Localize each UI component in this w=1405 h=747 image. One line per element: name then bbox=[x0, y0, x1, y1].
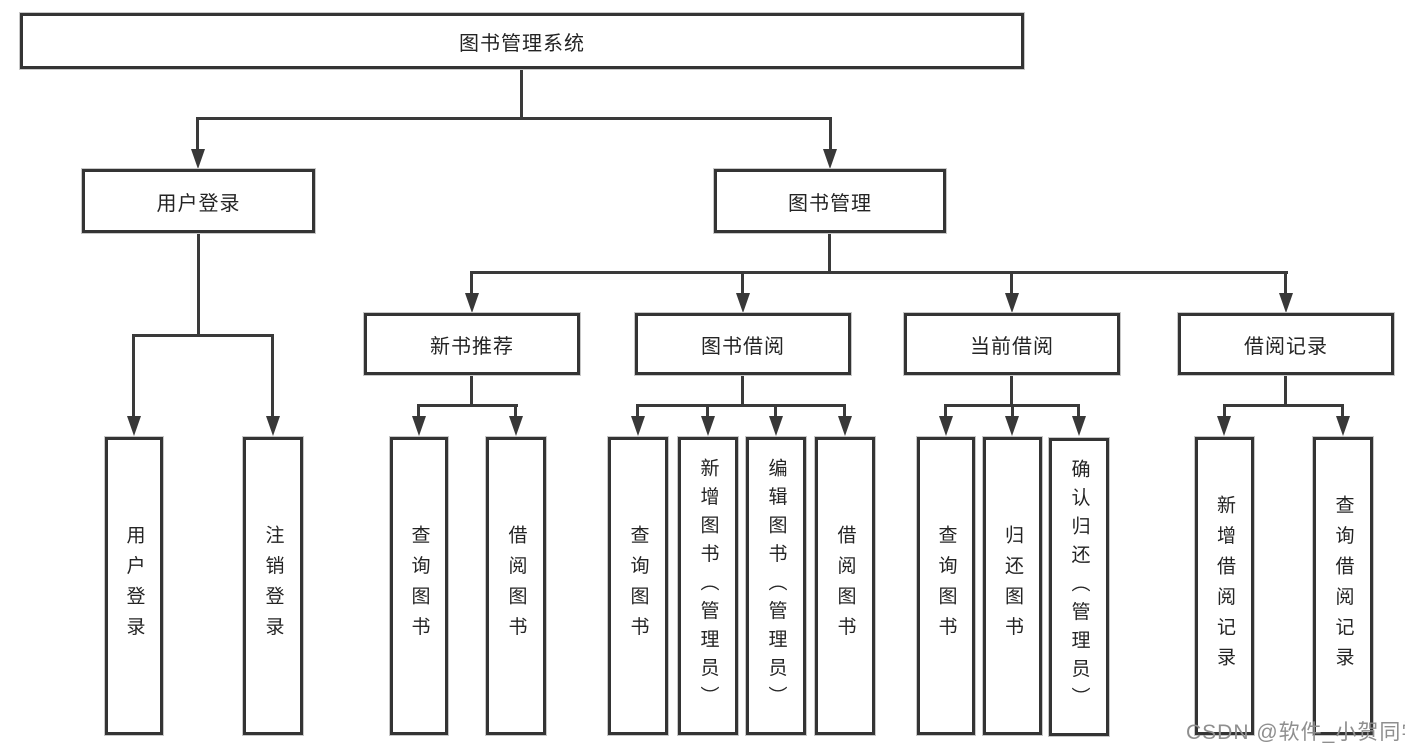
connector-vline bbox=[1284, 374, 1287, 407]
connector-hline bbox=[132, 334, 274, 337]
connector-vline bbox=[470, 374, 473, 407]
leaf-query-book-borrow: 查询图书 bbox=[608, 437, 668, 735]
leaf-edit-book-admin: 编辑图书（管理员） bbox=[746, 437, 806, 735]
arrowhead-down-icon bbox=[736, 293, 750, 313]
leaf-query-borrow-record: 查询借阅记录 bbox=[1313, 437, 1373, 735]
leaf-query-book-current: 查询图书 bbox=[917, 437, 975, 735]
connector-vline bbox=[944, 404, 947, 417]
leaf-borrow-book-recommend: 借阅图书 bbox=[486, 437, 546, 735]
arrowhead-down-icon bbox=[191, 149, 205, 169]
connector-hline bbox=[470, 271, 1288, 274]
arrowhead-down-icon bbox=[631, 416, 645, 436]
node-book-management: 图书管理 bbox=[714, 169, 946, 233]
node-borrow-records: 借阅记录 bbox=[1178, 313, 1394, 375]
leaf-user-login: 用户登录 bbox=[105, 437, 163, 735]
connector-vline bbox=[514, 404, 517, 417]
arrowhead-down-icon bbox=[266, 416, 280, 436]
connector-vline bbox=[828, 232, 831, 274]
connector-hline bbox=[196, 117, 832, 120]
watermark-text: CSDN @软件_小贺同学 bbox=[1186, 721, 1405, 744]
leaf-query-book-recommend: 查询图书 bbox=[390, 437, 448, 735]
arrowhead-down-icon bbox=[465, 293, 479, 313]
connector-vline bbox=[1077, 404, 1080, 417]
arrowhead-down-icon bbox=[939, 416, 953, 436]
connector-vline bbox=[417, 404, 420, 417]
connector-vline bbox=[1341, 404, 1344, 417]
leaf-logout: 注销登录 bbox=[243, 437, 303, 735]
arrowhead-down-icon bbox=[838, 416, 852, 436]
connector-vline bbox=[1223, 404, 1226, 417]
node-new-book-recommend: 新书推荐 bbox=[364, 313, 580, 375]
connector-vline bbox=[741, 271, 744, 295]
connector-vline bbox=[636, 404, 639, 417]
arrowhead-down-icon bbox=[1005, 293, 1019, 313]
node-user-login: 用户登录 bbox=[82, 169, 315, 233]
arrowhead-down-icon bbox=[823, 149, 837, 169]
leaf-return-book: 归还图书 bbox=[983, 437, 1042, 735]
arrowhead-down-icon bbox=[127, 416, 141, 436]
connector-vline bbox=[271, 334, 274, 417]
arrowhead-down-icon bbox=[1217, 416, 1231, 436]
arrowhead-down-icon bbox=[509, 416, 523, 436]
leaf-borrow-book: 借阅图书 bbox=[815, 437, 875, 735]
leaf-add-book-admin: 新增图书（管理员） bbox=[678, 437, 738, 735]
connector-vline bbox=[196, 117, 199, 152]
leaf-confirm-return-admin: 确认归还（管理员） bbox=[1049, 438, 1109, 736]
arrowhead-down-icon bbox=[1005, 416, 1019, 436]
connector-vline bbox=[1010, 271, 1013, 295]
arrowhead-down-icon bbox=[1279, 293, 1293, 313]
connector-vline bbox=[197, 232, 200, 336]
connector-vline bbox=[741, 374, 744, 407]
node-current-borrow: 当前借阅 bbox=[904, 313, 1120, 375]
connector-vline bbox=[520, 68, 523, 119]
connector-vline bbox=[132, 334, 135, 417]
arrowhead-down-icon bbox=[1072, 416, 1086, 436]
arrowhead-down-icon bbox=[412, 416, 426, 436]
connector-vline bbox=[706, 404, 709, 417]
connector-vline bbox=[829, 117, 832, 152]
connector-vline bbox=[470, 271, 473, 295]
connector-hline bbox=[417, 404, 518, 407]
leaf-add-borrow-record: 新增借阅记录 bbox=[1195, 437, 1254, 735]
connector-vline bbox=[1011, 404, 1014, 417]
arrowhead-down-icon bbox=[1336, 416, 1350, 436]
connector-hline bbox=[636, 404, 846, 407]
arrowhead-down-icon bbox=[769, 416, 783, 436]
connector-hline bbox=[1223, 404, 1344, 407]
connector-vline bbox=[1010, 374, 1013, 407]
node-book-borrow: 图书借阅 bbox=[635, 313, 851, 375]
node-library-management-system: 图书管理系统 bbox=[20, 13, 1024, 69]
connector-vline bbox=[1284, 271, 1287, 295]
connector-vline bbox=[774, 404, 777, 417]
arrowhead-down-icon bbox=[701, 416, 715, 436]
connector-vline bbox=[843, 404, 846, 417]
